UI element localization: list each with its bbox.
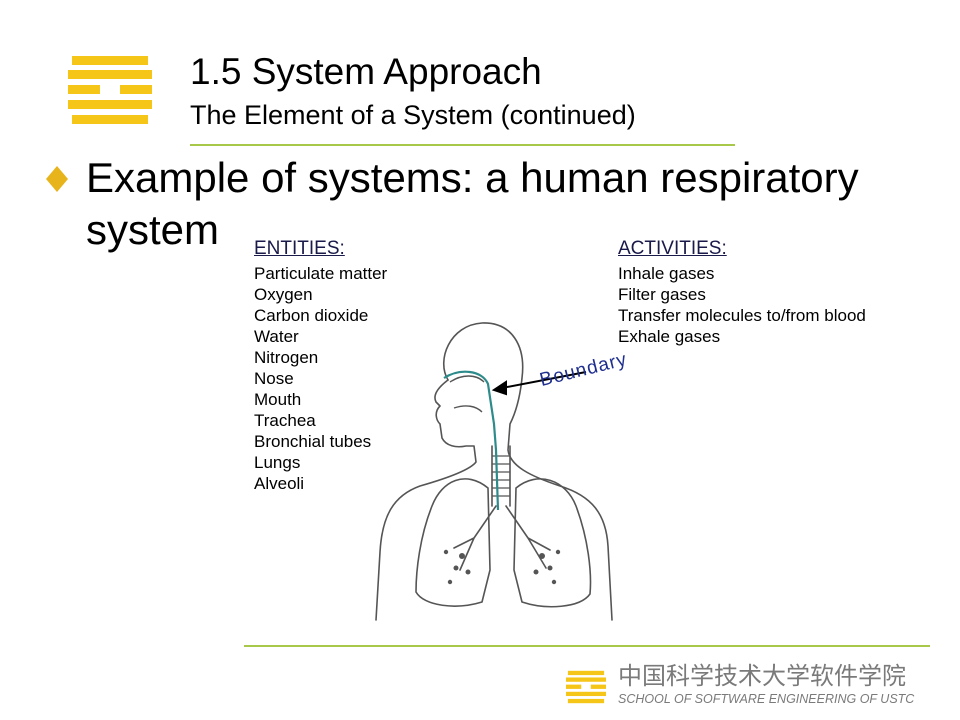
bronchial-tubes xyxy=(453,505,551,571)
entity-item: Mouth xyxy=(254,390,302,409)
activity-item: Transfer molecules to/from blood xyxy=(618,306,866,325)
activities-list: ACTIVITIES: Inhale gases Filter gases Tr… xyxy=(618,237,866,347)
entity-item: Lungs xyxy=(254,453,301,472)
slide-subtitle: The Element of a System (continued) xyxy=(190,100,636,130)
diamond-bullet-icon xyxy=(46,166,68,192)
face-profile xyxy=(375,379,477,621)
system-boundary-line xyxy=(443,370,500,511)
entities-list: ENTITIES: Particulate matter Oxygen Carb… xyxy=(254,237,387,494)
bullet-text: Example of systems: a human respiratory … xyxy=(86,154,859,253)
footer-school-name-cn: 中国科学技术大学软件学院 xyxy=(618,663,906,690)
respiratory-system-illustration xyxy=(375,322,613,621)
entity-item: Particulate matter xyxy=(254,264,388,283)
school-logo-icon xyxy=(68,56,152,124)
footer-logo-icon xyxy=(566,670,606,704)
activity-item: Filter gases xyxy=(618,285,706,304)
trachea xyxy=(491,445,511,507)
entity-item: Nose xyxy=(254,369,294,388)
entities-heading: ENTITIES: xyxy=(254,238,345,259)
body-outline xyxy=(443,322,613,621)
nasal-cavity xyxy=(449,375,485,383)
boundary-arrow xyxy=(501,371,587,389)
activity-item: Exhale gases xyxy=(618,327,721,346)
activity-item: Inhale gases xyxy=(618,264,715,283)
activities-heading: ACTIVITIES: xyxy=(618,238,727,259)
mouth-cavity xyxy=(453,405,483,413)
entity-item: Trachea xyxy=(254,411,316,430)
right-lung xyxy=(513,478,592,608)
entity-item: Bronchial tubes xyxy=(254,432,372,451)
slide-title: 1.5 System Approach xyxy=(190,51,542,92)
header-divider xyxy=(190,144,735,146)
entity-item: Alveoli xyxy=(254,474,305,493)
entity-item: Carbon dioxide xyxy=(254,306,369,325)
footer-divider xyxy=(244,645,930,647)
entity-item: Water xyxy=(254,327,299,346)
entity-item: Nitrogen xyxy=(254,348,319,367)
entity-item: Oxygen xyxy=(254,285,313,304)
footer-school-name-en: SCHOOL OF SOFTWARE ENGINEERING OF USTC xyxy=(618,692,915,706)
left-lung xyxy=(415,478,491,607)
